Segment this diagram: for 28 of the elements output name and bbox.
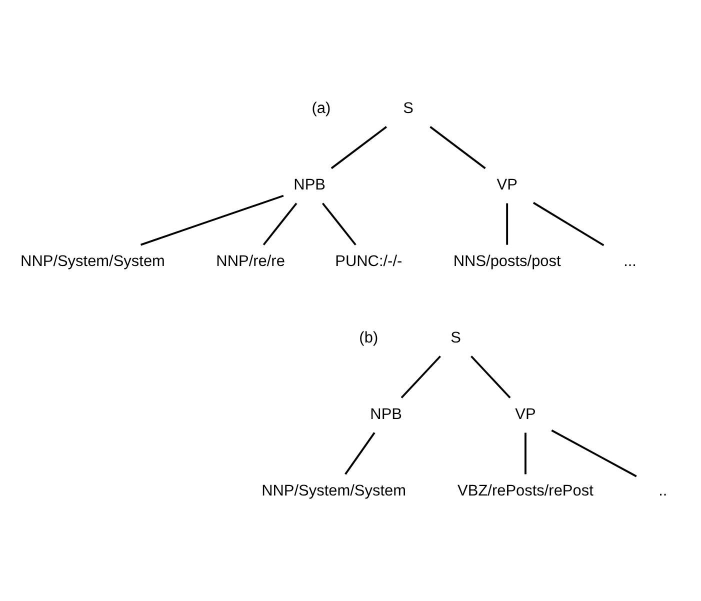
node-text: NNP/System/System — [262, 482, 406, 500]
node-text: S — [450, 329, 461, 346]
label: (a) — [312, 100, 331, 117]
connector — [140, 194, 284, 246]
label: (b) — [359, 329, 378, 346]
node-text: NNP/System/System — [20, 252, 165, 270]
node-text: NNP/re/re — [216, 252, 285, 270]
connector — [344, 432, 376, 475]
node-text: VP — [496, 176, 518, 194]
node-text: .. — [658, 482, 668, 500]
node-text: ... — [624, 252, 636, 270]
node-text: S — [403, 100, 414, 117]
connector — [470, 356, 511, 398]
node-text: NPB — [294, 176, 326, 194]
connector — [322, 202, 356, 246]
connector — [506, 203, 508, 245]
connector — [551, 430, 637, 478]
node-text: PUNC:/-/- — [335, 252, 402, 270]
node-text: VBZ/rePosts/rePost — [458, 482, 594, 500]
node-text: NPB — [370, 406, 402, 423]
connector — [524, 432, 526, 474]
connector — [430, 126, 486, 170]
connector — [400, 356, 442, 398]
node-text: VP — [515, 406, 536, 423]
connector — [330, 126, 387, 170]
connector — [262, 202, 298, 246]
node-text: NNS/posts/post — [453, 252, 561, 270]
connector — [532, 202, 604, 246]
